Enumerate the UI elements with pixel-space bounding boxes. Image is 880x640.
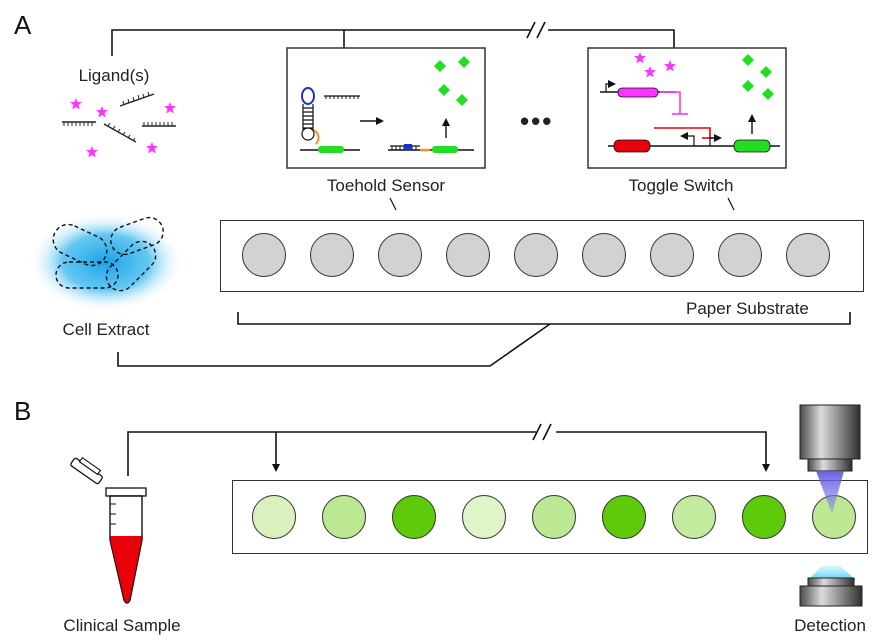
panel-a-bracket bbox=[117, 312, 851, 367]
paper-well-a bbox=[582, 233, 626, 277]
reaction-well-b bbox=[392, 495, 436, 539]
detector-illustration bbox=[799, 404, 863, 607]
toehold-sensor-box bbox=[286, 47, 486, 169]
reaction-well-b bbox=[742, 495, 786, 539]
toggle-switch-box bbox=[587, 47, 787, 169]
reaction-well-b bbox=[462, 495, 506, 539]
paper-substrate-label: Paper Substrate bbox=[686, 299, 809, 318]
paper-well-a bbox=[650, 233, 694, 277]
panel-b-top-connector bbox=[127, 423, 770, 476]
paper-well-a bbox=[718, 233, 762, 277]
reaction-well-b bbox=[252, 495, 296, 539]
reaction-well-b bbox=[322, 495, 366, 539]
reaction-well-b bbox=[532, 495, 576, 539]
paper-well-a bbox=[786, 233, 830, 277]
panel-b-letter: B bbox=[14, 396, 32, 426]
toggle-switch-label: Toggle Switch bbox=[628, 176, 734, 195]
panel-a-letter: A bbox=[14, 10, 32, 40]
paper-well-a bbox=[446, 233, 490, 277]
paper-well-a bbox=[310, 233, 354, 277]
ligands-illustration bbox=[62, 91, 176, 158]
clinical-sample-label: Clinical Sample bbox=[63, 616, 181, 635]
sample-tube bbox=[70, 456, 147, 604]
toehold-leader bbox=[389, 197, 397, 211]
paper-well-a bbox=[242, 233, 286, 277]
detection-label: Detection bbox=[794, 616, 866, 635]
reaction-well-b bbox=[672, 495, 716, 539]
reaction-well-b bbox=[602, 495, 646, 539]
cell-extract-label: Cell Extract bbox=[62, 320, 150, 339]
ellipsis: ••• bbox=[520, 106, 554, 136]
ligand-label: Ligand(s) bbox=[78, 66, 150, 85]
cell-extract-illustration bbox=[28, 212, 184, 312]
paper-well-a bbox=[514, 233, 558, 277]
paper-well-a bbox=[378, 233, 422, 277]
toggle-leader bbox=[727, 197, 735, 211]
toehold-sensor-label: Toehold Sensor bbox=[326, 176, 446, 195]
